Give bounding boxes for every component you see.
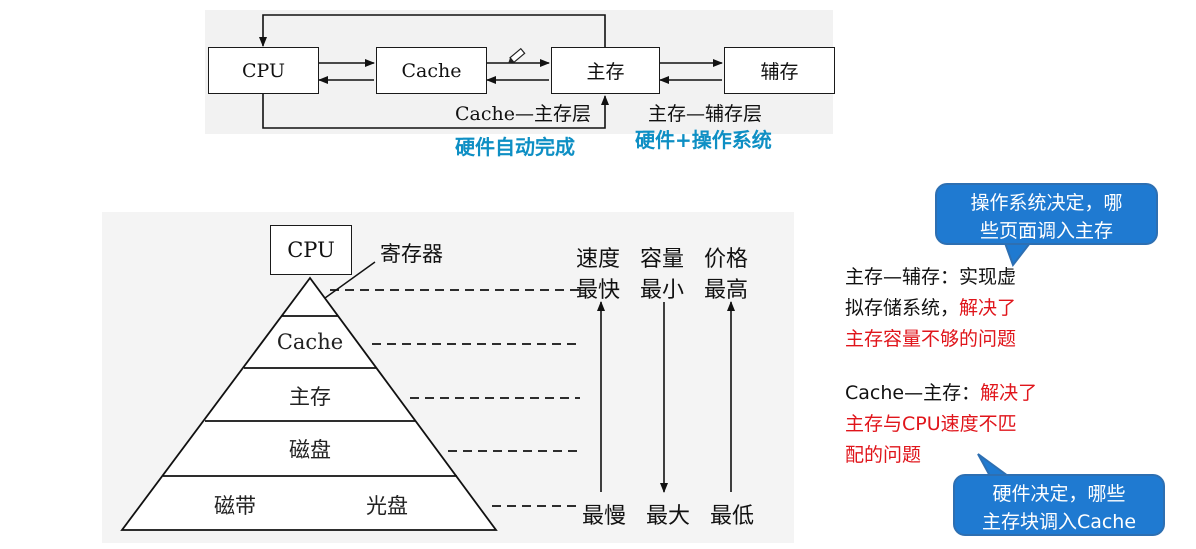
price-top: 最高 [704, 278, 749, 303]
capacity-top: 最小 [640, 278, 685, 303]
capacity-bottom: 最大 [646, 504, 691, 529]
speed-top: 最快 [576, 278, 621, 303]
pyramid-cpu-box: CPU [270, 225, 352, 275]
level-optical-disc: 光盘 [366, 494, 408, 518]
cache-box: Cache [376, 47, 487, 94]
price-bottom: 最低 [710, 504, 755, 529]
pyramid-shape [120, 276, 498, 531]
cache-main-note-line3: 配的问题 [845, 444, 922, 466]
os-callout-line2: 些页面调入主存 [979, 220, 1113, 242]
cache-main-layer-label: Cache—主存层 [455, 103, 591, 125]
main-aux-note-line1: 主存—辅存：实现虚 [845, 266, 1017, 288]
main-memory-box: 主存 [551, 47, 660, 94]
capacity-header: 容量 [640, 247, 685, 272]
pencil-icon [508, 47, 526, 64]
cache-main-note: Cache—主存：解决了 主存与CPU速度不匹 配的问题 [845, 378, 1037, 471]
register-leader [324, 261, 376, 299]
main-aux-note-line2-plain: 拟存储系统， [845, 297, 960, 319]
level-disk: 磁盘 [289, 438, 331, 462]
speed-header: 速度 [576, 247, 621, 272]
level-cache: Cache [276, 330, 344, 354]
cache-main-managed-by: 硬件自动完成 [455, 135, 575, 159]
cache-main-note-line2: 主存与CPU速度不匹 [845, 413, 1017, 435]
os-callout-line1: 操作系统决定，哪 [970, 192, 1123, 214]
cache-main-note-line1-red: 解决了 [980, 382, 1038, 404]
main-aux-note-line2: 拟存储系统，解决了 [845, 293, 1016, 324]
cpu-main-bottom-loop [262, 93, 609, 129]
level-tape: 磁带 [214, 494, 256, 518]
cache-main-note-line1-plain: Cache—主存： [845, 382, 981, 404]
cache-main-note-line1: Cache—主存：解决了 [845, 378, 1037, 409]
main-aux-note-line3: 主存容量不够的问题 [845, 328, 1017, 350]
hw-callout-line1: 硬件决定，哪些 [992, 483, 1126, 505]
main-aux-layer-label: 主存—辅存层 [648, 103, 763, 125]
hw-decides-callout: 硬件决定，哪些 主存块调入Cache [953, 474, 1165, 536]
register-label: 寄存器 [380, 242, 443, 266]
price-header: 价格 [704, 247, 749, 272]
cpu-box: CPU [208, 47, 319, 94]
os-decides-callout: 操作系统决定，哪 些页面调入主存 [935, 183, 1158, 245]
main-aux-managed-by: 硬件+操作系统 [635, 128, 772, 152]
level-main-memory: 主存 [289, 385, 331, 409]
main-aux-note-line2-red: 解决了 [959, 297, 1017, 319]
hw-callout-line2: 主存块调入Cache [981, 511, 1137, 533]
speed-bottom: 最慢 [582, 504, 627, 529]
aux-memory-box: 辅存 [724, 47, 835, 94]
main-aux-note: 主存—辅存：实现虚 拟存储系统，解决了 主存容量不够的问题 [845, 262, 1016, 355]
cpu-main-top-loop [259, 14, 606, 49]
